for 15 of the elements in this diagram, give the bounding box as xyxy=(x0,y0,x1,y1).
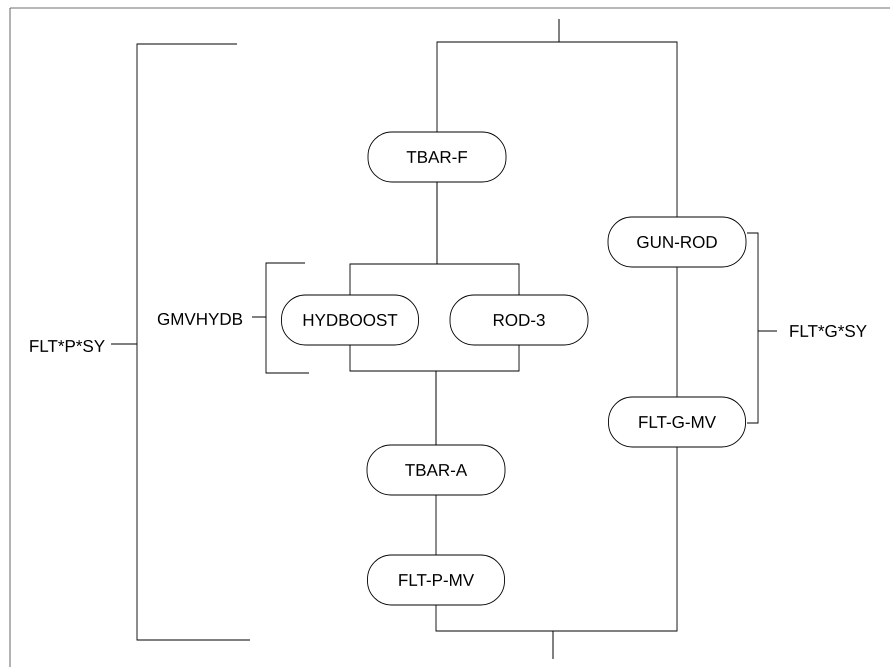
group-label: GMVHYDB xyxy=(158,312,242,326)
block-box: TBAR-A xyxy=(366,444,506,496)
block-box: FLT-P-MV xyxy=(367,554,505,606)
block-box: FLT-G-MV xyxy=(608,396,746,448)
block-box: ROD-3 xyxy=(450,294,588,346)
connector-line xyxy=(558,18,678,217)
block-box: TBAR-F xyxy=(368,132,506,182)
connector-line xyxy=(436,182,520,295)
connector-line xyxy=(552,447,678,660)
connector-line xyxy=(436,345,520,445)
block-box: GUN-ROD xyxy=(608,216,746,268)
connector-line xyxy=(676,267,678,397)
group-label: FLT*P*SY xyxy=(30,340,105,352)
group-label: FLT*G*SY xyxy=(790,324,867,338)
block-box: HYDBOOST xyxy=(281,294,419,346)
